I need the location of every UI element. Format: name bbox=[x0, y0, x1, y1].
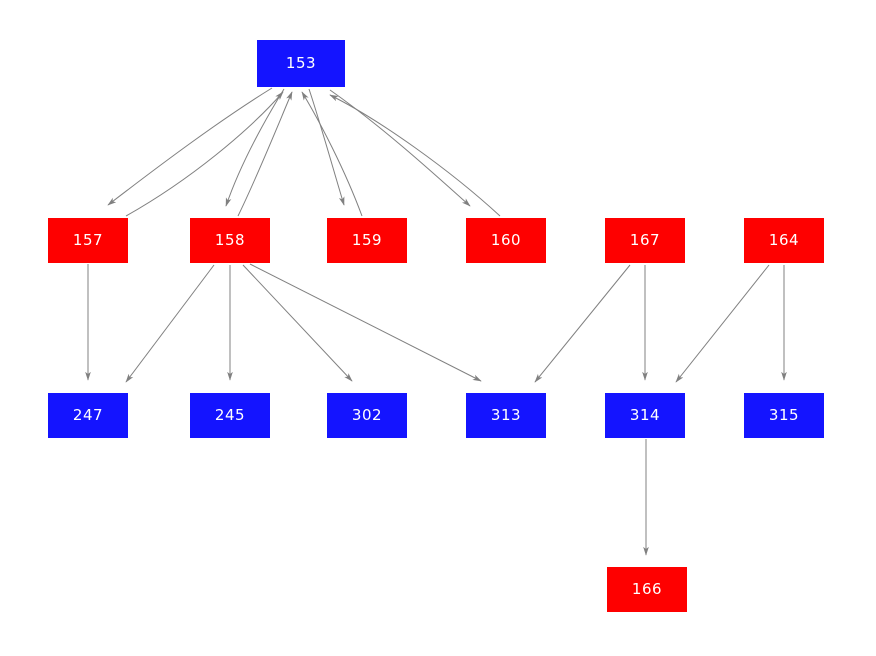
node-153[interactable]: 153 bbox=[257, 40, 345, 87]
node-label: 159 bbox=[351, 231, 383, 249]
node-158[interactable]: 158 bbox=[190, 218, 270, 263]
edge-159-to-153 bbox=[301, 91, 363, 217]
node-160[interactable]: 160 bbox=[466, 218, 546, 263]
node-302[interactable]: 302 bbox=[327, 393, 407, 438]
edge-167-to-313 bbox=[534, 264, 631, 383]
edges-group bbox=[85, 87, 787, 556]
node-label: 160 bbox=[490, 231, 522, 249]
node-label: 153 bbox=[285, 54, 317, 72]
node-label: 315 bbox=[768, 406, 800, 424]
node-label: 247 bbox=[72, 406, 104, 424]
node-245[interactable]: 245 bbox=[190, 393, 270, 438]
node-157[interactable]: 157 bbox=[48, 218, 128, 263]
node-label: 166 bbox=[631, 580, 663, 598]
node-247[interactable]: 247 bbox=[48, 393, 128, 438]
edge-158-to-247 bbox=[125, 264, 215, 383]
node-164[interactable]: 164 bbox=[744, 218, 824, 263]
edge-158-to-313 bbox=[249, 263, 482, 382]
edge-157-to-153 bbox=[125, 91, 284, 217]
edge-153-to-157 bbox=[107, 87, 273, 206]
node-label: 314 bbox=[629, 406, 661, 424]
edge-164-to-314 bbox=[675, 264, 770, 383]
edge-160-to-153 bbox=[329, 94, 501, 217]
node-label: 164 bbox=[768, 231, 800, 249]
edge-153-to-159 bbox=[308, 88, 345, 206]
node-314[interactable]: 314 bbox=[605, 393, 685, 438]
node-label: 302 bbox=[351, 406, 383, 424]
node-label: 167 bbox=[629, 231, 661, 249]
node-159[interactable]: 159 bbox=[327, 218, 407, 263]
node-label: 157 bbox=[72, 231, 104, 249]
node-167[interactable]: 167 bbox=[605, 218, 685, 263]
node-label: 245 bbox=[214, 406, 246, 424]
edge-158-to-302 bbox=[242, 264, 353, 382]
node-166[interactable]: 166 bbox=[607, 567, 687, 612]
edge-158-to-153 bbox=[237, 91, 293, 217]
node-313[interactable]: 313 bbox=[466, 393, 546, 438]
node-label: 158 bbox=[214, 231, 246, 249]
edge-153-to-158 bbox=[225, 88, 285, 207]
node-315[interactable]: 315 bbox=[744, 393, 824, 438]
edge-153-to-160 bbox=[329, 89, 471, 207]
node-label: 313 bbox=[490, 406, 522, 424]
